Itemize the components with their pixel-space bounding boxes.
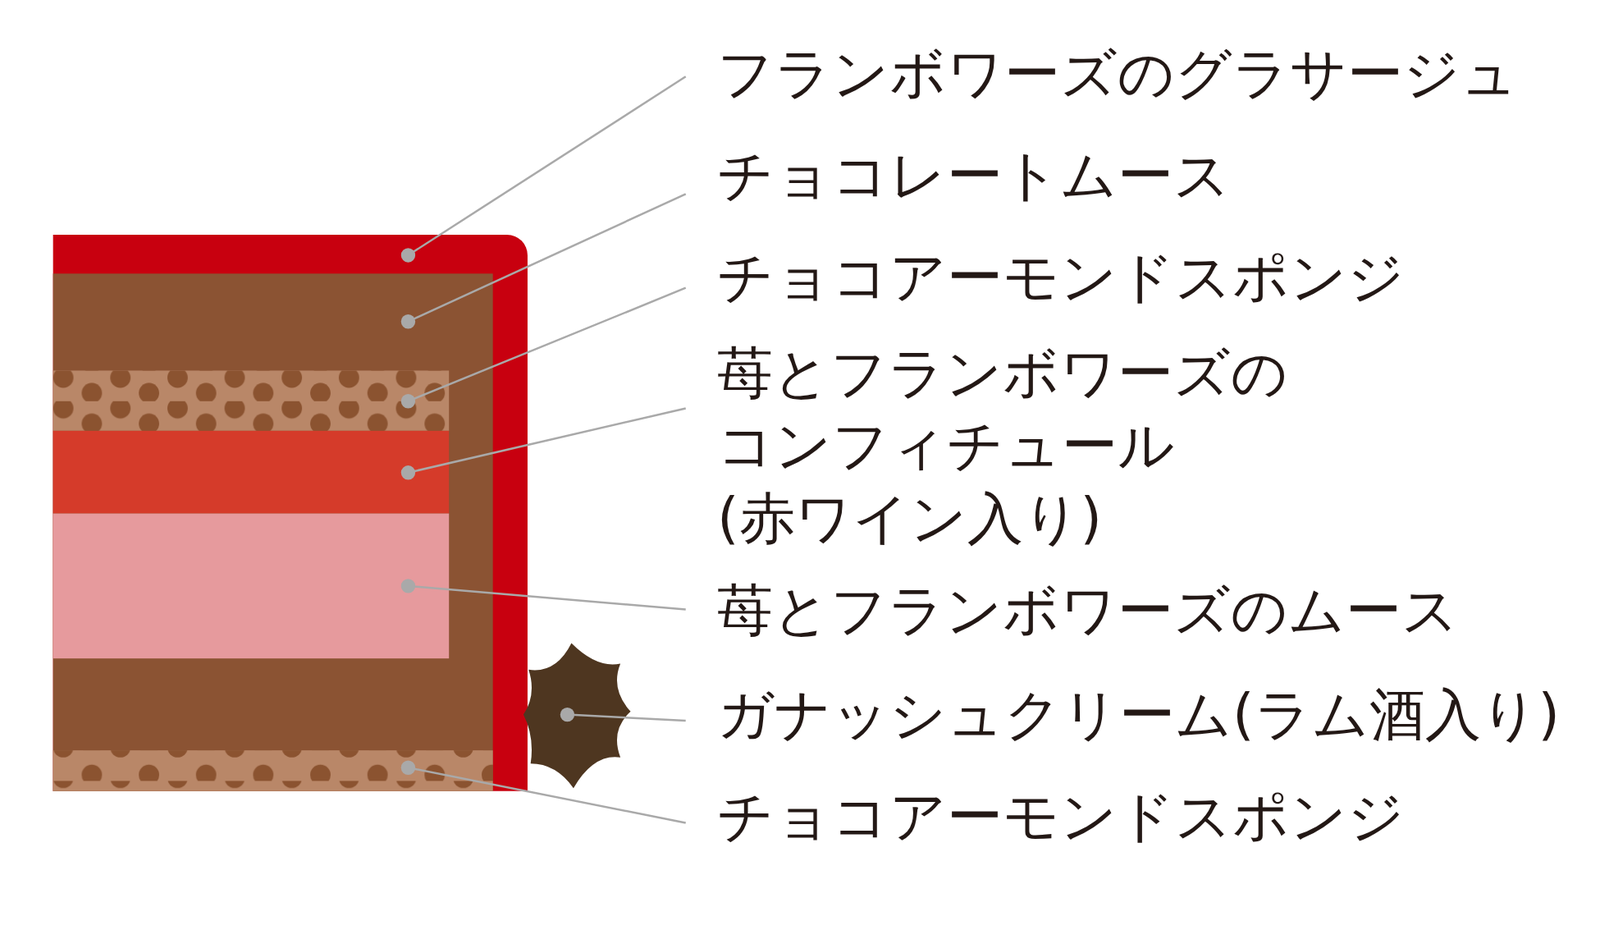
layer-label: フランボワーズのグラサージュ bbox=[717, 37, 1518, 110]
layer-label: チョコアーモンドスポンジ bbox=[717, 241, 1405, 314]
strawberry-mousse bbox=[53, 513, 450, 659]
glaze bbox=[53, 234, 528, 791]
leader-lines bbox=[407, 76, 686, 823]
layer-label: チョコレートムース bbox=[717, 139, 1231, 212]
layer-label: ガナッシュクリーム(ラム酒入り) bbox=[717, 678, 1560, 751]
layer-label: 苺とフランボワーズの コンフィチュール(赤ワイン入り) bbox=[717, 337, 1289, 555]
confiture-layer bbox=[53, 430, 450, 514]
leader-dots bbox=[401, 247, 575, 775]
chocolate-mousse bbox=[53, 273, 494, 791]
sponge-layer bbox=[53, 370, 450, 430]
layer-label: チョコアーモンドスポンジ bbox=[717, 780, 1405, 853]
layer-label: 苺とフランボワーズのムース bbox=[717, 574, 1459, 647]
